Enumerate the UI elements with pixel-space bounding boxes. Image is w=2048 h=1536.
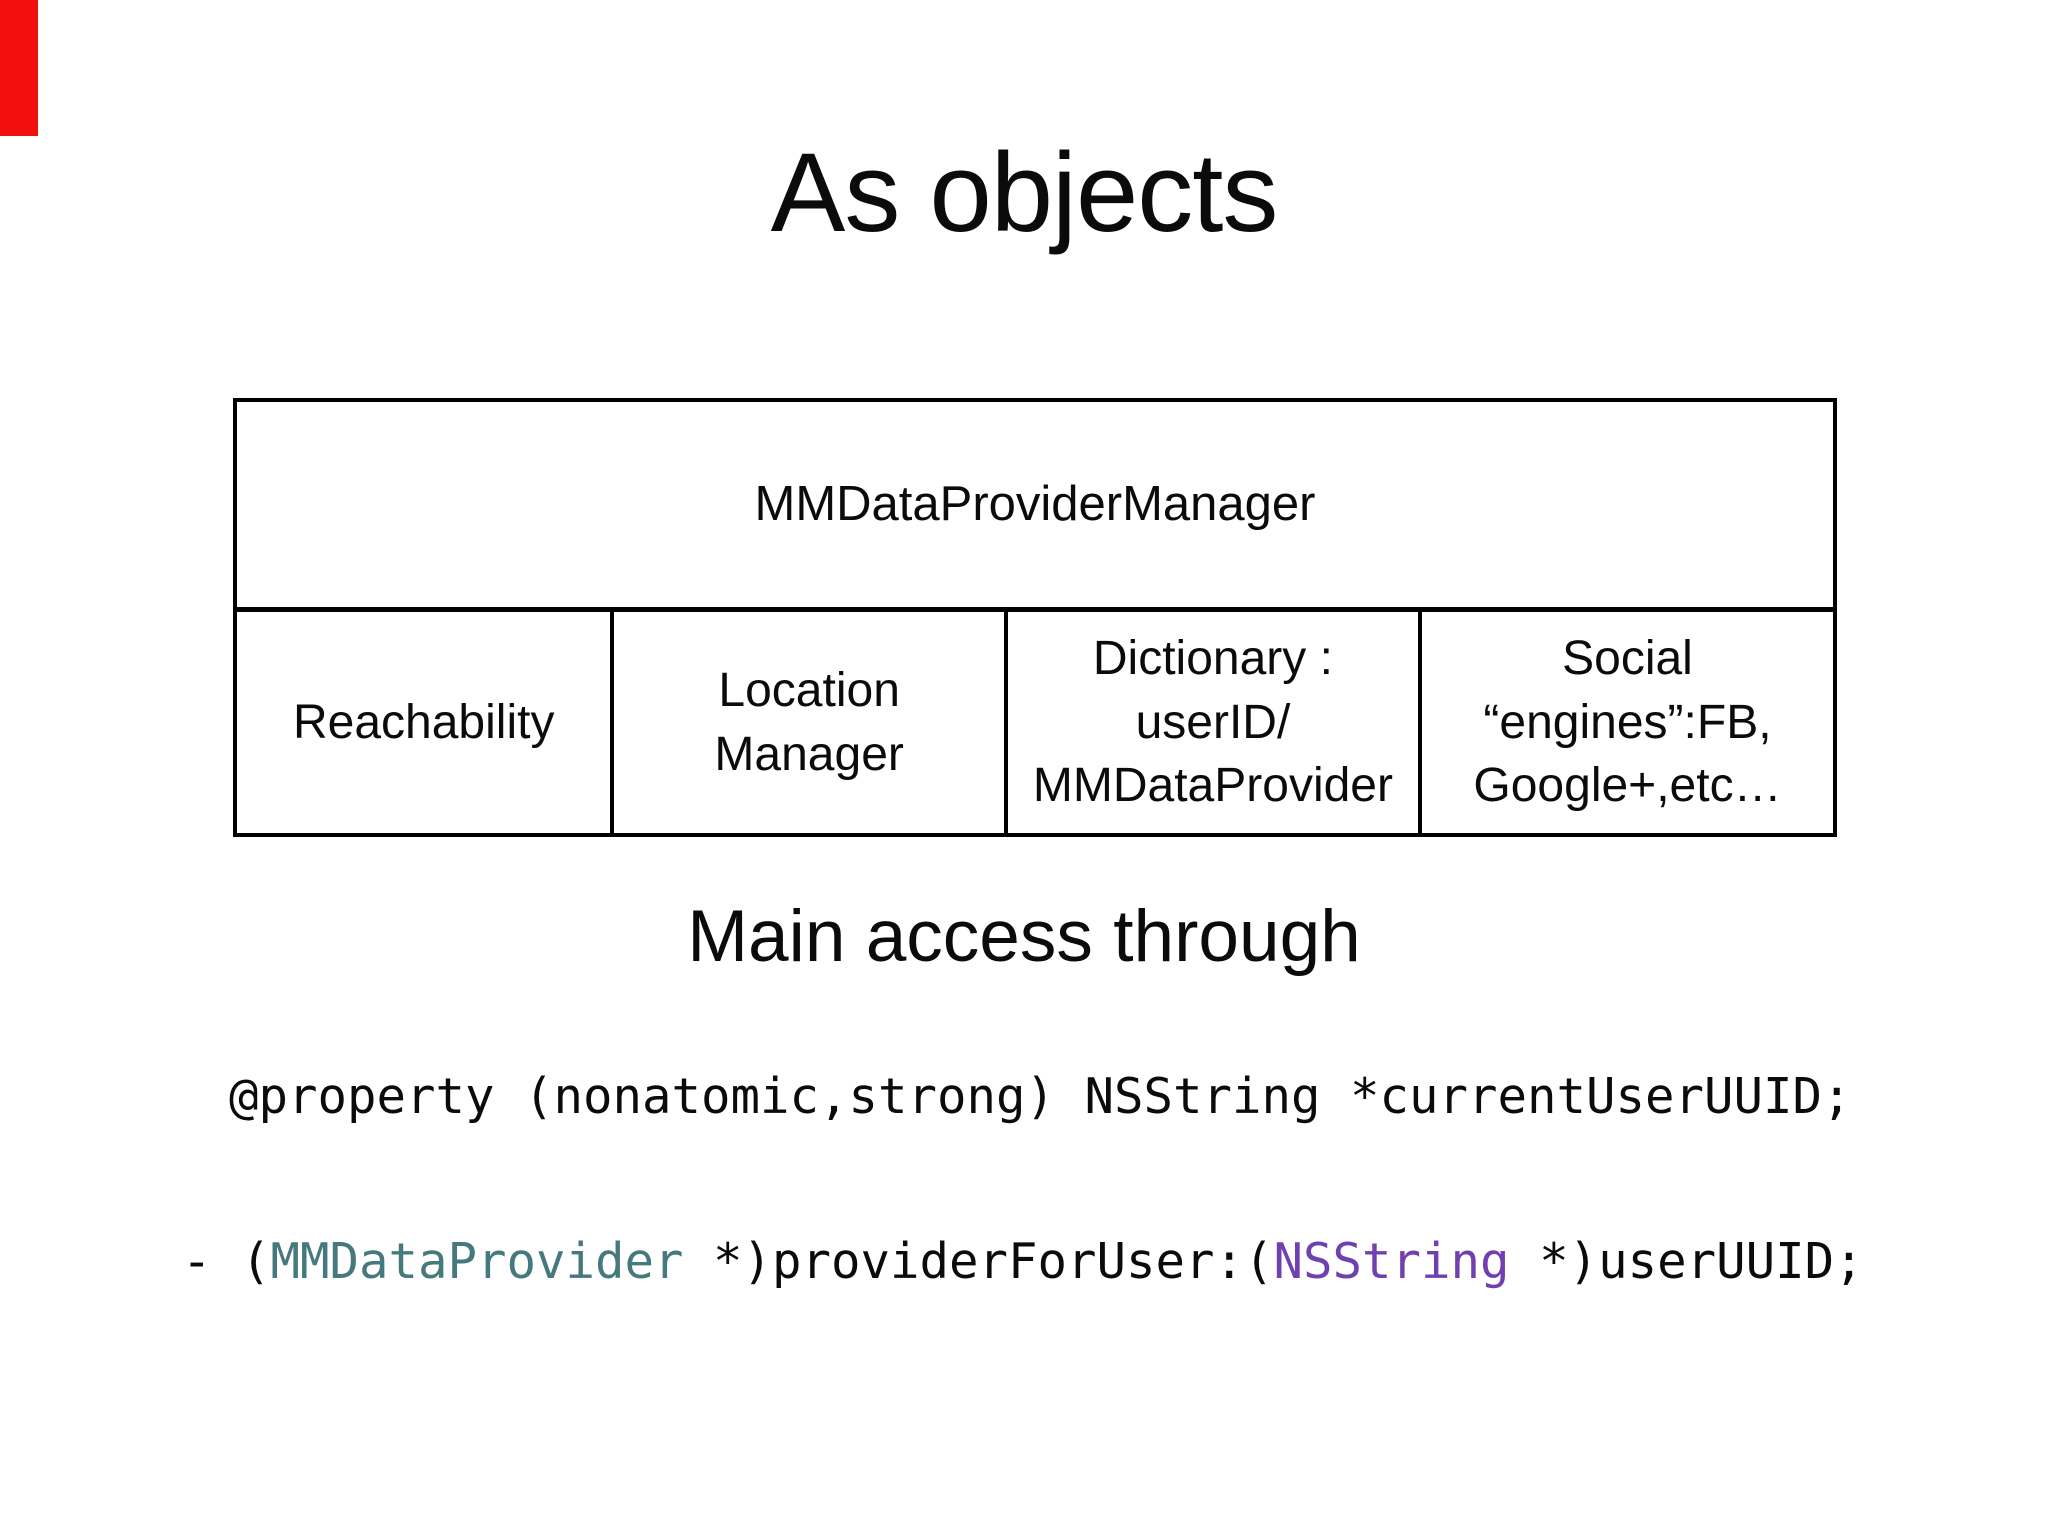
code-type-name-token: NSString (1273, 1233, 1510, 1290)
code-property-declaration: @property (nonatomic,strong) NSString *c… (229, 1068, 1852, 1125)
slide-subtitle: Main access through (687, 896, 1361, 977)
code-method-suffix: *)userUUID; (1509, 1233, 1864, 1290)
diagram-cell-dictionary: Dictionary : userID/ MMDataProvider (1003, 612, 1418, 833)
slide-title: As objects (770, 130, 1279, 255)
code-method-middle: *)providerForUser:( (683, 1233, 1274, 1290)
object-composition-diagram: MMDataProviderManager Reachability Locat… (233, 398, 1837, 837)
code-method-declaration: - (MMDataProvider *)providerForUser:(NSS… (182, 1237, 1864, 1286)
diagram-cell-location-manager: Location Manager (610, 612, 1003, 833)
diagram-cell-reachability: Reachability (292, 695, 555, 749)
diagram-cell-social-engines: Social “engines”:FB, Google+,etc… (1418, 612, 1833, 833)
diagram-header-cell: MMDataProviderManager (237, 402, 1833, 612)
code-class-name-token: MMDataProvider (270, 1233, 684, 1290)
code-method-prefix: - ( (182, 1233, 271, 1290)
diagram-components-row: Reachability Location Manager Dictionary… (237, 612, 1833, 833)
red-progress-marker (0, 0, 38, 136)
